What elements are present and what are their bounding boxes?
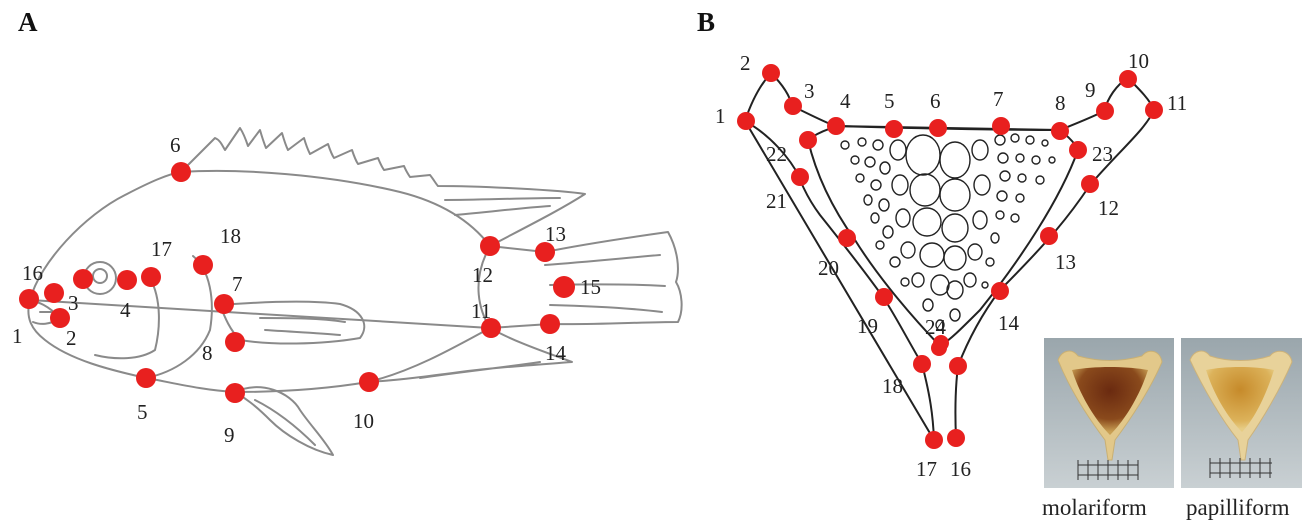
plate-landmark-22	[799, 131, 817, 149]
fish-label-6: 6	[170, 133, 181, 157]
plate-landmark-20	[838, 229, 856, 247]
plate-landmark-11	[1145, 101, 1163, 119]
plate-landmark-1	[737, 112, 755, 130]
plate-label-11: 11	[1167, 91, 1187, 115]
fish-label-16: 16	[22, 261, 43, 285]
fish-landmark-17	[141, 267, 161, 287]
plate-label-22: 22	[766, 142, 787, 166]
plate-label-18: 18	[882, 374, 903, 398]
plate-landmark-6	[929, 119, 947, 137]
panel-b-label: B	[697, 7, 715, 37]
fish-label-7: 7	[232, 272, 243, 296]
fish-dorsal-fin	[181, 128, 585, 246]
plate-landmark-18b	[949, 357, 967, 375]
fish-label-18: 18	[220, 224, 241, 248]
fish-label-17: 17	[151, 237, 172, 261]
fish-landmark-9	[225, 383, 245, 403]
fish-landmark-16	[44, 283, 64, 303]
fish-pelvic-fin	[235, 387, 333, 455]
plate-label-14: 14	[998, 311, 1020, 335]
fish-landmark-18	[193, 255, 213, 275]
plate-landmark-4	[827, 117, 845, 135]
fish-landmark-7	[214, 294, 234, 314]
fish-landmark-14	[540, 314, 560, 334]
fish-pupil	[93, 269, 107, 283]
plate-label-24: 24	[925, 315, 947, 339]
fish-label-15: 15	[580, 275, 601, 299]
plate-landmark-9	[1096, 102, 1114, 120]
plate-label-23: 23	[1092, 142, 1113, 166]
plate-label-20: 20	[818, 256, 839, 280]
plate-landmark-3	[784, 97, 802, 115]
fish-landmark-10	[359, 372, 379, 392]
plate-label-2: 2	[740, 51, 751, 75]
plate-label-12: 12	[1098, 196, 1119, 220]
fish-landmark-4	[117, 270, 137, 290]
plate-label-8: 8	[1055, 91, 1066, 115]
plate-landmark-14	[991, 282, 1009, 300]
fish-label-5: 5	[137, 400, 148, 424]
plate-landmark-23	[1069, 141, 1087, 159]
plate-landmark-21	[791, 168, 809, 186]
plate-label-6: 6	[930, 89, 941, 113]
fish-label-13: 13	[545, 222, 566, 246]
fish-label-4: 4	[120, 298, 131, 322]
caption-molariform: molariform	[1042, 495, 1147, 520]
plate-label-13: 13	[1055, 250, 1076, 274]
plate-landmark-5	[885, 120, 903, 138]
fish-landmark-1	[19, 289, 39, 309]
fish-label-11: 11	[471, 299, 491, 323]
plate-label-16: 16	[950, 457, 971, 481]
fish-label-9: 9	[224, 423, 235, 447]
plate-landmark-2	[762, 64, 780, 82]
panel-a-label: A	[18, 7, 38, 37]
fish-landmark-3	[73, 269, 93, 289]
plate-landmark-13	[1040, 227, 1058, 245]
plate-label-7: 7	[993, 87, 1004, 111]
plate-label-10: 10	[1128, 49, 1149, 73]
fish-label-3: 3	[68, 291, 79, 315]
fish-label-8: 8	[202, 341, 213, 365]
fish-label-14: 14	[545, 341, 567, 365]
plate-landmark-19	[875, 288, 893, 306]
fish-landmark-15	[553, 276, 575, 298]
plate-label-5: 5	[884, 89, 895, 113]
plate-landmark-7	[992, 117, 1010, 135]
fish-anal-fin	[368, 328, 572, 382]
fish-landmark-labels: 1 2 3 4 5 6 7 8 9 10 11 12 13 14 15 16 1…	[12, 133, 601, 447]
fish-landmark-2	[50, 308, 70, 328]
fish-landmark-8	[225, 332, 245, 352]
fish-label-12: 12	[472, 263, 493, 287]
plate-label-1: 1	[715, 104, 726, 128]
plate-landmark-17	[925, 431, 943, 449]
fish-label-10: 10	[353, 409, 374, 433]
plate-landmark-16	[947, 429, 965, 447]
plate-label-4: 4	[840, 89, 851, 113]
plate-label-21: 21	[766, 189, 787, 213]
plate-label-9: 9	[1085, 78, 1096, 102]
plate-landmark-8	[1051, 122, 1069, 140]
plate-landmark-18	[913, 355, 931, 373]
plate-label-17: 17	[916, 457, 937, 481]
plate-teeth	[841, 134, 1055, 330]
plate-label-19: 19	[857, 314, 878, 338]
fish-dorsal-soft-rays	[445, 198, 560, 215]
fish-label-2: 2	[66, 326, 77, 350]
fish-label-1: 1	[12, 324, 23, 348]
fish-landmark-5	[136, 368, 156, 388]
fish-landmark-12	[480, 236, 500, 256]
fish-landmark-6	[171, 162, 191, 182]
photo-papilliform	[1181, 338, 1302, 488]
plate-landmark-12	[1081, 175, 1099, 193]
caption-papilliform: papilliform	[1186, 495, 1290, 520]
plate-label-3: 3	[804, 79, 815, 103]
photo-molariform	[1044, 338, 1174, 488]
